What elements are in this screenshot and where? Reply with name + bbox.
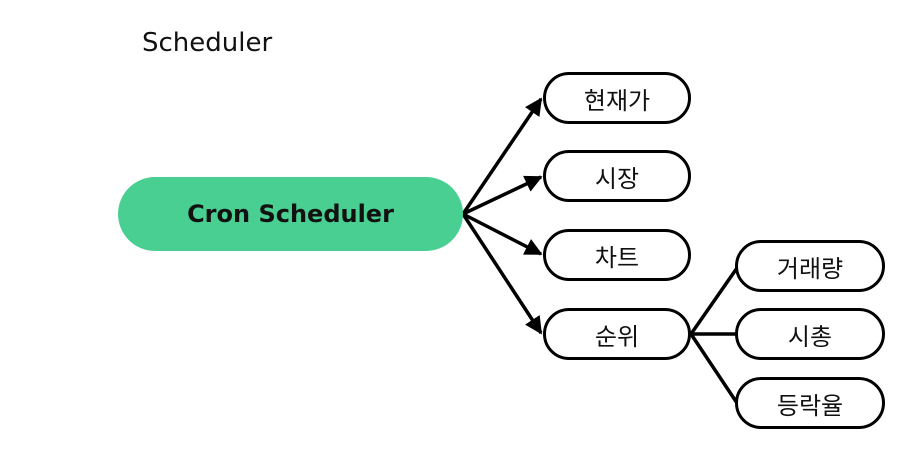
node-label: 차트 [594, 243, 640, 272]
node-label: 순위 [594, 322, 640, 351]
diagram-title: Scheduler [142, 28, 273, 58]
node-hyeonjaega: 현재가 [543, 72, 691, 124]
node-label: 시총 [787, 322, 833, 351]
arrow-to-hyeonjaega [461, 97, 543, 215]
node-sichong: 시총 [735, 308, 885, 360]
line-to-deungrakyul [689, 333, 739, 404]
node-sunwi: 순위 [543, 308, 691, 360]
node-label: 현재가 [583, 86, 651, 115]
root-node-cron-scheduler: Cron Scheduler [118, 177, 463, 251]
line-to-georaeryang [689, 266, 739, 336]
node-label: 등락율 [776, 391, 844, 420]
arrow-to-sijang [462, 175, 543, 216]
arrow-to-sunwi [461, 213, 543, 335]
node-label: 거래량 [776, 254, 844, 283]
node-deungrakyul: 등락율 [735, 377, 885, 429]
node-sijang: 시장 [543, 150, 691, 202]
node-label: 시장 [594, 164, 640, 193]
node-georaeryang: 거래량 [735, 240, 885, 292]
root-node-label: Cron Scheduler [187, 200, 394, 228]
arrow-to-chart [462, 212, 543, 256]
node-chart: 차트 [543, 229, 691, 281]
